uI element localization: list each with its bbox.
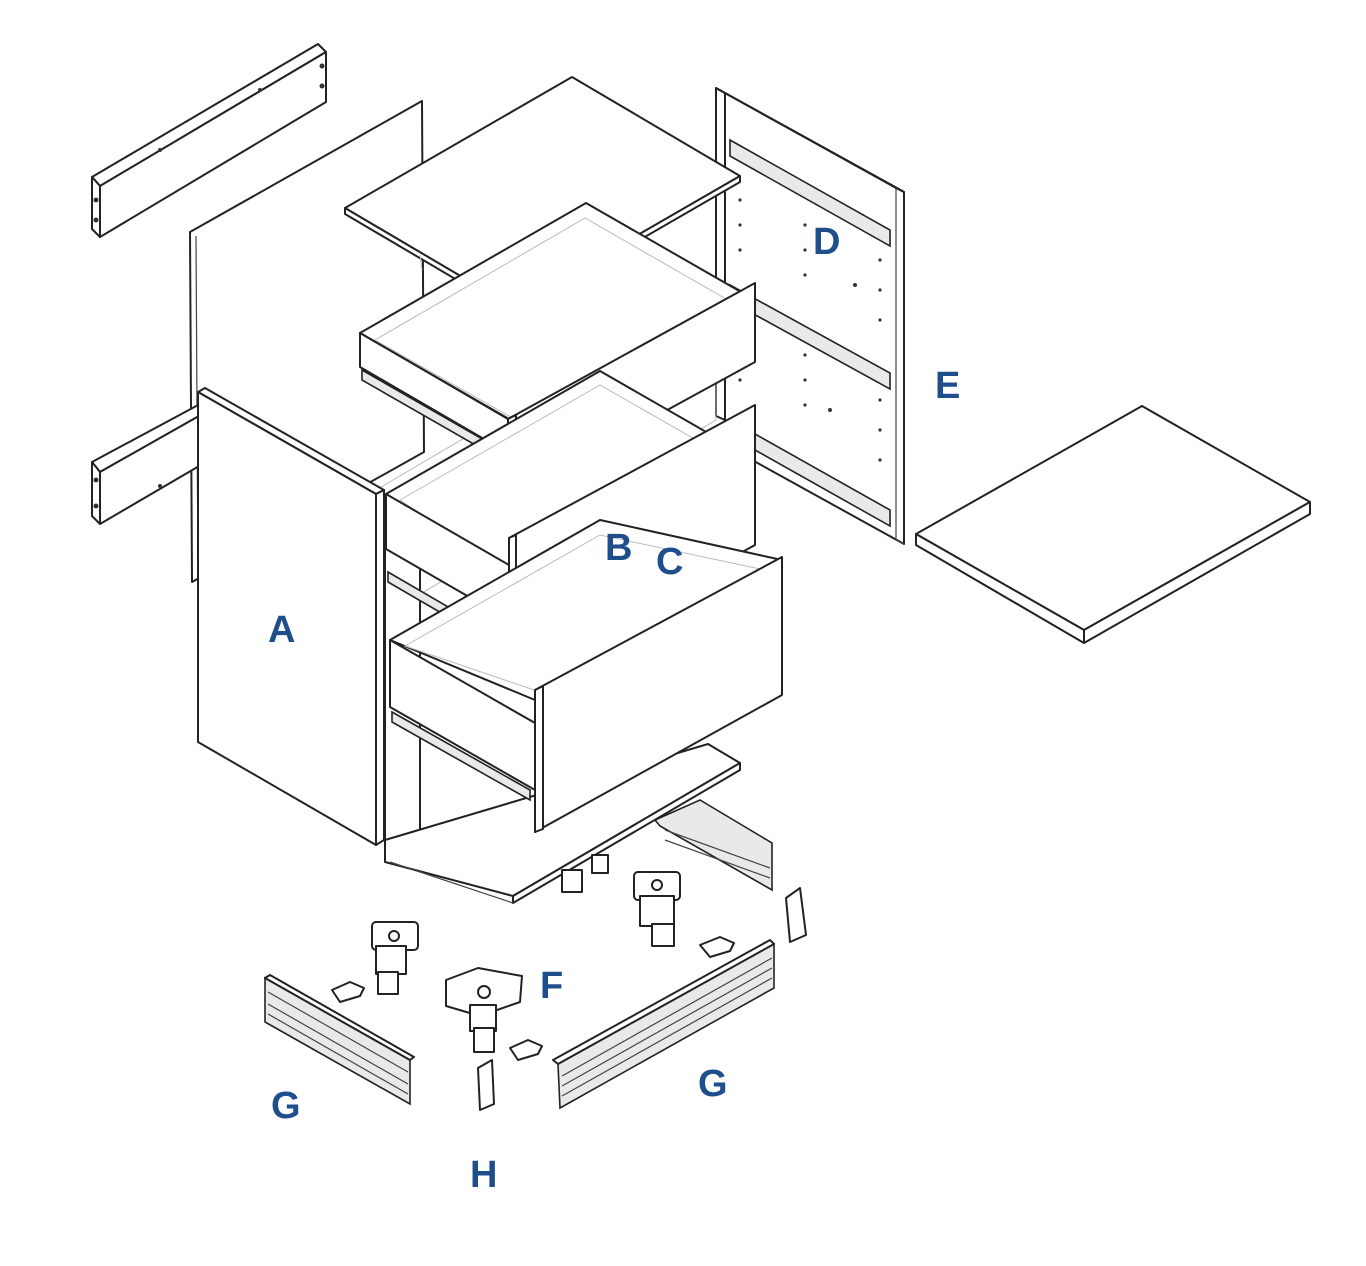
- label-a: A: [268, 609, 295, 651]
- leg-clip-left: [331, 981, 365, 1003]
- label-d: D: [813, 221, 840, 263]
- leg-clip-rear: [699, 936, 735, 958]
- plinth-right: [552, 939, 775, 1110]
- leg-clip-center: [509, 1039, 543, 1061]
- label-h: H: [470, 1154, 497, 1196]
- back-rail-lower: [91, 403, 207, 525]
- back-rail-upper: [91, 43, 327, 238]
- drawer-bottom: [389, 519, 783, 833]
- carcass-body: [375, 289, 741, 904]
- plinth-left: [264, 974, 415, 1106]
- adjustable-leg-left: [371, 921, 419, 995]
- loose-shelf-panel: [915, 405, 1311, 644]
- plinth-rear: [561, 799, 773, 893]
- label-g-left: G: [271, 1085, 301, 1127]
- adjustable-leg-center: [445, 967, 523, 1053]
- side-panel-left: [197, 387, 385, 846]
- label-c: C: [656, 541, 683, 583]
- label-g-right: G: [698, 1063, 728, 1105]
- label-b: B: [605, 527, 632, 569]
- label-e: E: [935, 365, 960, 407]
- plinth-corner-connector: [477, 1059, 495, 1111]
- plinth-corner-right: [785, 887, 807, 943]
- label-f: F: [540, 965, 563, 1007]
- side-panel-right: [715, 87, 905, 545]
- adjustable-leg-rear: [633, 871, 681, 947]
